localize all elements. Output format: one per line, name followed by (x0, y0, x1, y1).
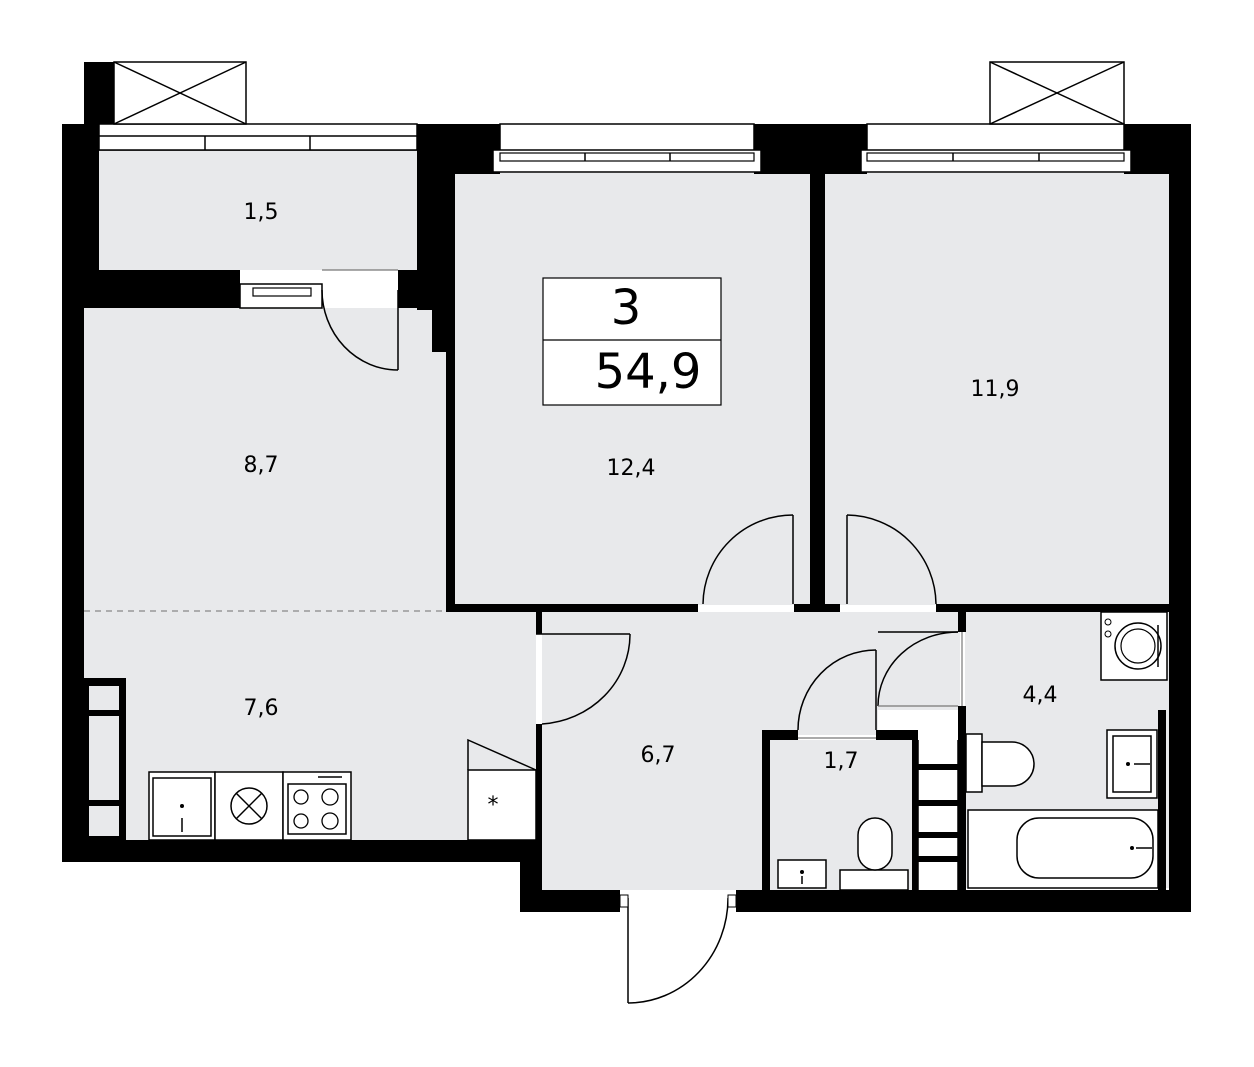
window-balcony-door (239, 283, 323, 309)
window-bedroom-right (860, 123, 1132, 173)
wall-top-center-left (417, 124, 500, 174)
wall-toilet-top-right (876, 730, 914, 740)
bathtub-icon (967, 809, 1159, 889)
windows (98, 123, 1132, 309)
wall-bedroom-right-bottom (936, 604, 1169, 612)
wall-toilet-top-left (762, 730, 798, 740)
wall-bathroom-left (958, 604, 966, 632)
wall-bottom-left (62, 840, 542, 862)
area-labels: 1,5 8,7 12,4 11,9 7,6 6,7 1,7 4,4 (244, 200, 1058, 774)
washbasin-icon (777, 859, 827, 889)
area-label-living: 8,7 (244, 453, 279, 478)
door-toilet (797, 649, 877, 739)
dishwasher-icon (214, 771, 284, 841)
wall-bottom-entry-left-h (520, 890, 620, 912)
sink-icon (148, 771, 216, 841)
wall-bedroom-divider (810, 174, 825, 606)
wall-left-outer (62, 124, 84, 862)
area-label-hallway: 6,7 (641, 743, 676, 768)
door-bedroom-right (846, 514, 937, 605)
svg-text:*: * (488, 793, 499, 818)
summary-box: 3 54,9 (542, 277, 722, 406)
wall-bedroom-center-bottom-right (794, 604, 840, 612)
area-label-kitchen: 7,6 (244, 696, 279, 721)
door-bathroom (877, 631, 963, 707)
riser-shaft (917, 740, 959, 890)
wall-kitchen-partition-bottom (536, 724, 542, 840)
ac-unit-right (989, 61, 1125, 125)
ac-unit-left (113, 61, 247, 125)
wall-right-outer (1169, 124, 1191, 912)
area-label-toilet: 1,7 (824, 749, 859, 774)
door-balcony (321, 269, 399, 371)
doors (321, 269, 963, 1004)
room-count: 3 (611, 280, 642, 336)
wall-bathroom-right-inner (1158, 710, 1166, 890)
wall-toilet-left (762, 730, 770, 890)
window-bedroom-center (492, 123, 762, 173)
wc-toilet-icon (839, 817, 909, 891)
washing-machine-icon (1100, 611, 1168, 681)
bath-toilet-icon (965, 733, 1035, 793)
balcony-floor (99, 150, 417, 270)
wall-bedroom-center-bottom-left (446, 604, 698, 612)
window-balcony (98, 123, 418, 151)
door-entrance (619, 894, 737, 1004)
bath-sink-icon (1106, 729, 1158, 799)
kitchen-fixtures: * (84, 678, 537, 841)
bathroom-fixtures (965, 611, 1168, 889)
area-label-balcony: 1,5 (244, 200, 279, 225)
toilet-fixtures (777, 740, 959, 891)
wall-bathroom-left-lower (958, 706, 966, 890)
area-label-bedroom-right: 11,9 (971, 377, 1020, 402)
wall-bottom-right (736, 890, 1191, 912)
area-label-bathroom: 4,4 (1023, 683, 1058, 708)
door-kitchen (536, 633, 631, 725)
total-area: 54,9 (595, 344, 702, 400)
wall-toilet-right (912, 730, 918, 890)
hallway-floor (542, 612, 960, 890)
stove-icon (282, 771, 352, 841)
wall-bedroom-center-left (446, 300, 455, 610)
bedroom-right-floor (825, 173, 1169, 605)
wall-kitchen-partition-top (536, 612, 542, 634)
wall-top-middle (754, 124, 867, 174)
area-label-bedroom-center: 12,4 (607, 456, 656, 481)
door-bedroom-center (702, 514, 794, 605)
wall-balcony-bottom-right (398, 270, 420, 308)
shelving-unit (84, 678, 126, 840)
fridge-icon: * (467, 738, 537, 841)
walls (62, 62, 1191, 912)
living-floor (84, 308, 446, 610)
wall-balcony-bottom-left (84, 270, 240, 308)
wall-left-balcony (84, 124, 99, 284)
